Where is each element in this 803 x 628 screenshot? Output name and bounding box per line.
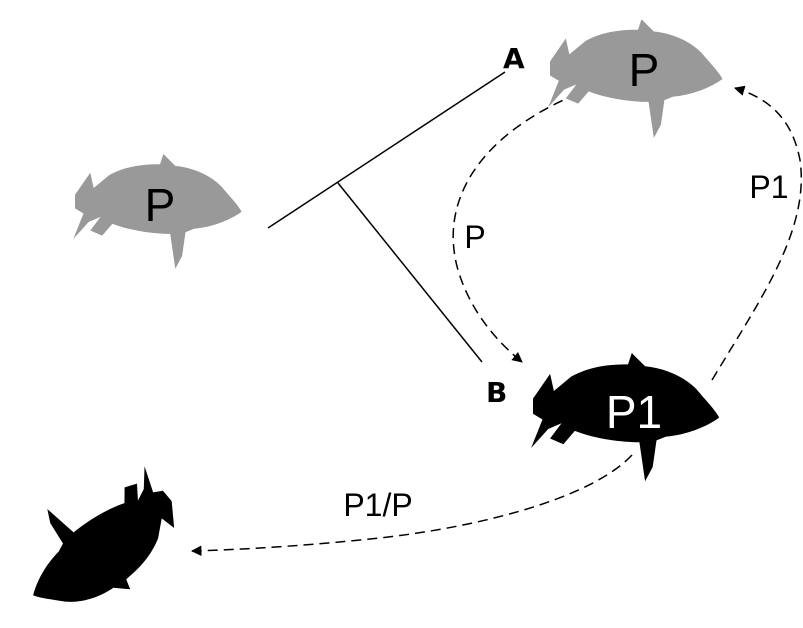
node-b-label: B (486, 376, 507, 409)
black-fish-label: P1 (606, 386, 662, 438)
edge-label-black-to-top: P1 (749, 169, 788, 205)
arrow-black-to-top (711, 85, 802, 381)
line-parent-to-a (267, 71, 506, 229)
edge-label-black-to-bottom: P1/P (343, 487, 412, 523)
line-parent-to-b (337, 182, 483, 363)
parent-fish-label: P (145, 179, 176, 231)
top-fish-label: P (629, 44, 660, 96)
edge-label-top-to-black: P (464, 219, 485, 255)
arrow-top-to-black (452, 87, 593, 363)
bottom-fish-icon (0, 443, 200, 628)
arrow-black-to-bottom (190, 454, 633, 556)
node-a-label: A (503, 42, 525, 75)
